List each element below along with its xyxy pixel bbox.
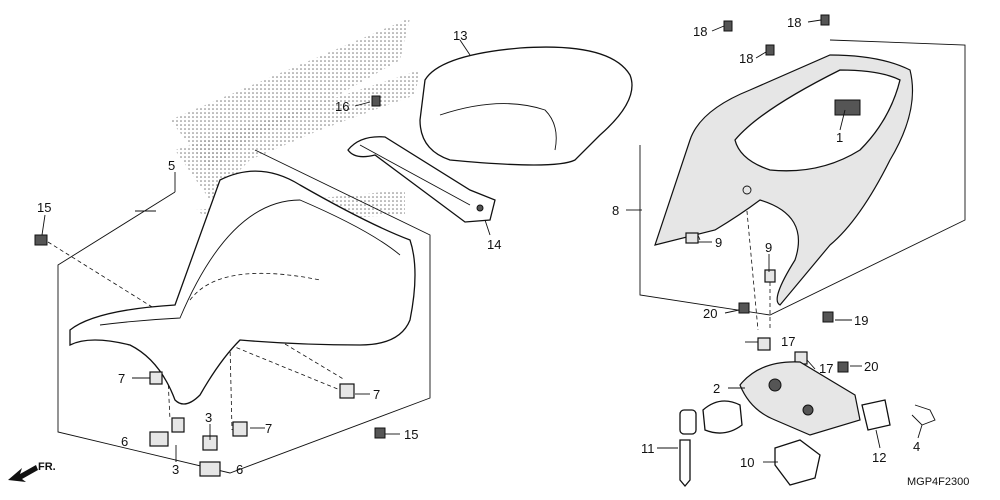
callout-1: 1 <box>836 130 843 145</box>
callout-17: 17 <box>819 361 833 376</box>
callout-6: 6 <box>121 434 128 449</box>
callout-12: 12 <box>872 450 886 465</box>
latch-bracket <box>739 361 861 436</box>
callout-20: 20 <box>703 306 717 321</box>
callout-10: 10 <box>740 455 754 470</box>
callout-9: 9 <box>715 235 722 250</box>
callout-14: 14 <box>487 237 501 252</box>
callout-8: 8 <box>612 203 619 218</box>
callout-3: 3 <box>172 462 179 477</box>
pillion-seat <box>419 46 633 166</box>
callout-18: 18 <box>787 15 801 30</box>
callout-labels: 1 2 3 3 4 5 6 6 7 7 7 8 9 9 10 11 12 13 … <box>37 15 920 477</box>
front-direction-marker: FR. <box>8 461 56 482</box>
key-and-lock-parts <box>679 399 936 488</box>
direction-label: FR. <box>38 461 56 473</box>
rear-seat-cowl <box>654 54 914 306</box>
callout-3: 3 <box>205 410 212 425</box>
callout-17: 17 <box>781 334 795 349</box>
callout-13: 13 <box>453 28 467 43</box>
callout-19: 19 <box>854 313 868 328</box>
callout-16: 16 <box>335 99 349 114</box>
hardware-parts <box>34 14 849 477</box>
callout-9: 9 <box>765 240 772 255</box>
seat-bracket <box>347 136 496 223</box>
callout-7: 7 <box>265 421 272 436</box>
callout-11: 11 <box>641 441 655 456</box>
diagram-code: MGP4F2300 <box>907 476 969 488</box>
callout-15: 15 <box>37 200 51 215</box>
callout-2: 2 <box>713 381 720 396</box>
callout-18: 18 <box>739 51 753 66</box>
callout-4: 4 <box>913 439 920 454</box>
rider-seat <box>69 170 416 405</box>
callout-6: 6 <box>236 462 243 477</box>
leader-lines <box>41 19 923 463</box>
callout-20: 20 <box>864 359 878 374</box>
callout-15: 15 <box>404 427 418 442</box>
callout-7: 7 <box>118 371 125 386</box>
callout-18: 18 <box>693 24 707 39</box>
callout-7: 7 <box>373 387 380 402</box>
callout-5: 5 <box>168 158 175 173</box>
